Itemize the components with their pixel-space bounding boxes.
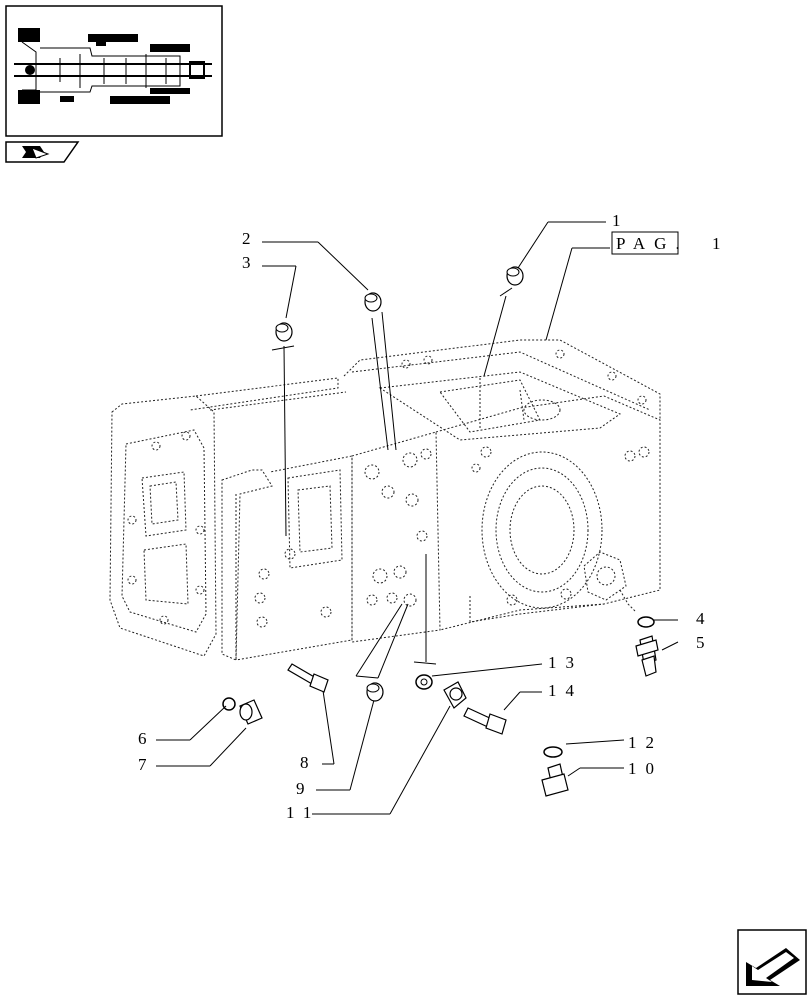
part-12-oring[interactable]: [543, 746, 563, 758]
part-8-bolt[interactable]: [287, 663, 329, 693]
callout-13[interactable]: 13: [548, 653, 583, 672]
next-page-button[interactable]: [737, 929, 807, 995]
callout-labels: 1 2 3 4 5 6 7 8 9 10 11 12 13 14: [138, 211, 714, 822]
part-2-cap[interactable]: [364, 292, 382, 312]
callout-7[interactable]: 7: [138, 755, 156, 774]
callout-5[interactable]: 5: [696, 633, 714, 652]
transmission-housing: [109, 339, 661, 661]
part-13-washer[interactable]: [415, 674, 433, 690]
page-reference-label: PAG.: [616, 234, 689, 253]
leader-lines: [156, 221, 679, 815]
bolt-holes: [127, 349, 650, 628]
next-page-arrow-icon: [746, 948, 800, 986]
callout-10[interactable]: 10: [628, 759, 663, 778]
part-7-plug[interactable]: [239, 699, 263, 725]
page-reference[interactable]: PAG. 1: [611, 231, 730, 255]
part-5-plug[interactable]: [635, 635, 659, 677]
callout-8[interactable]: 8: [300, 753, 318, 772]
book-arrow-icon: [22, 146, 50, 159]
part-10-plug[interactable]: [541, 763, 569, 797]
part-3-cap[interactable]: [275, 322, 293, 342]
part-11-banjo[interactable]: [443, 681, 467, 709]
callout-3[interactable]: 3: [242, 253, 260, 272]
callout-12[interactable]: 12: [628, 733, 663, 752]
callout-4[interactable]: 4: [696, 609, 714, 628]
part-4-oring[interactable]: [637, 616, 655, 628]
callout-9[interactable]: 9: [296, 779, 314, 798]
callout-14[interactable]: 14: [548, 681, 583, 700]
parts: [222, 266, 659, 797]
callout-11[interactable]: 11: [286, 803, 320, 822]
transmission-section-thumbnail-icon: [14, 28, 212, 104]
part-14-bolt[interactable]: [463, 707, 507, 735]
callout-6[interactable]: 6: [138, 729, 156, 748]
part-9-cap[interactable]: [366, 682, 384, 702]
part-1-cap[interactable]: [506, 266, 524, 286]
part-6-ring[interactable]: [222, 697, 236, 711]
callout-2[interactable]: 2: [242, 229, 260, 248]
nav-badge[interactable]: [5, 141, 80, 163]
page-reference-number: 1: [712, 234, 730, 253]
callout-1[interactable]: 1: [612, 211, 630, 230]
transmission-thumbnail[interactable]: [5, 5, 223, 137]
